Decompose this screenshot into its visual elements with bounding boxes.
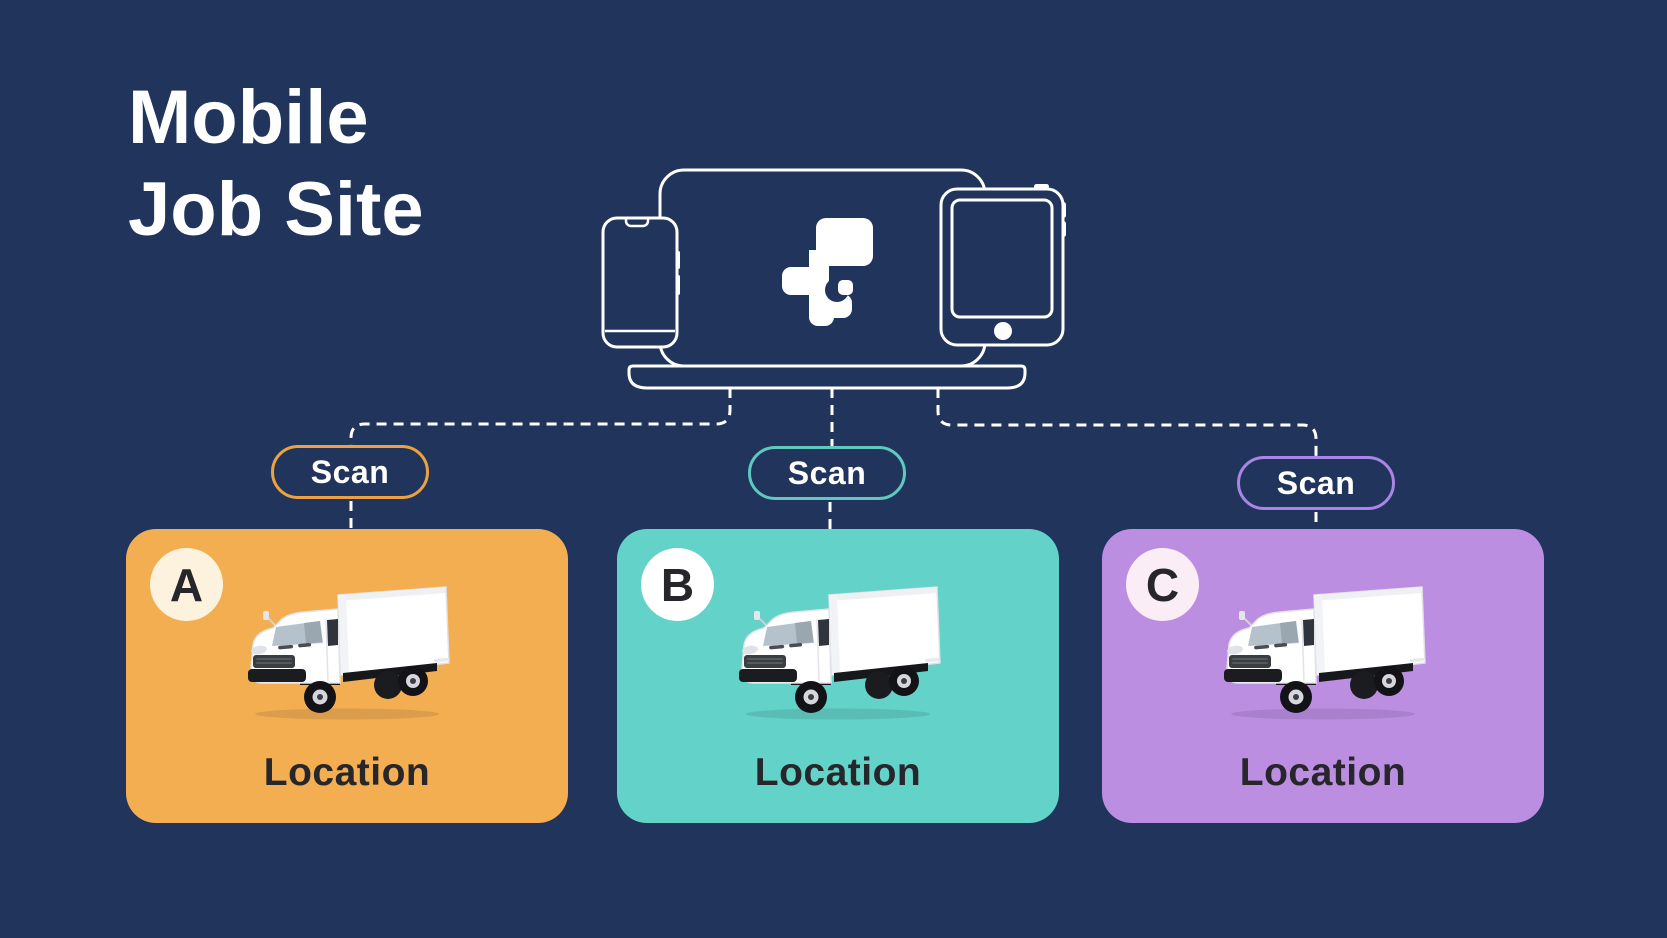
page-title-line-2: Job Site [128,167,424,252]
letter-badge-c: C [1126,548,1199,621]
home-button-icon [994,322,1012,340]
page-title-line-1: Mobile [128,75,369,160]
truck-image [733,583,943,723]
scan-pill-c: Scan [1237,456,1395,510]
page-title: Mobile Job Site [128,72,424,256]
location-label-b: Location [754,751,922,794]
laptop-base [627,364,1027,390]
location-label-a: Location [263,751,431,794]
location-label-c: Location [1239,751,1407,794]
scan-pill-b: Scan [748,446,906,500]
scan-pill-a-label: Scan [310,453,390,490]
tablet-icon [939,184,1066,347]
letter-badge-c-text: C [1145,558,1180,611]
location-card-b: B Location [617,529,1059,823]
phone-icon [601,216,680,349]
letter-badge-b-text: B [660,558,695,611]
scan-pill-b-label: Scan [787,454,867,491]
truck-image [242,583,452,723]
letter-badge-b: B [641,548,714,621]
location-card-a: A Location [126,529,568,823]
letter-badge-a-text: A [169,558,204,611]
scan-pill-c-label: Scan [1276,464,1356,501]
connector-lines [349,388,1318,529]
truck-image [1218,583,1428,723]
brand-logo-icon [782,218,873,326]
scan-pill-a: Scan [271,445,429,499]
letter-badge-a: A [150,548,223,621]
location-card-c: C Location [1102,529,1544,823]
